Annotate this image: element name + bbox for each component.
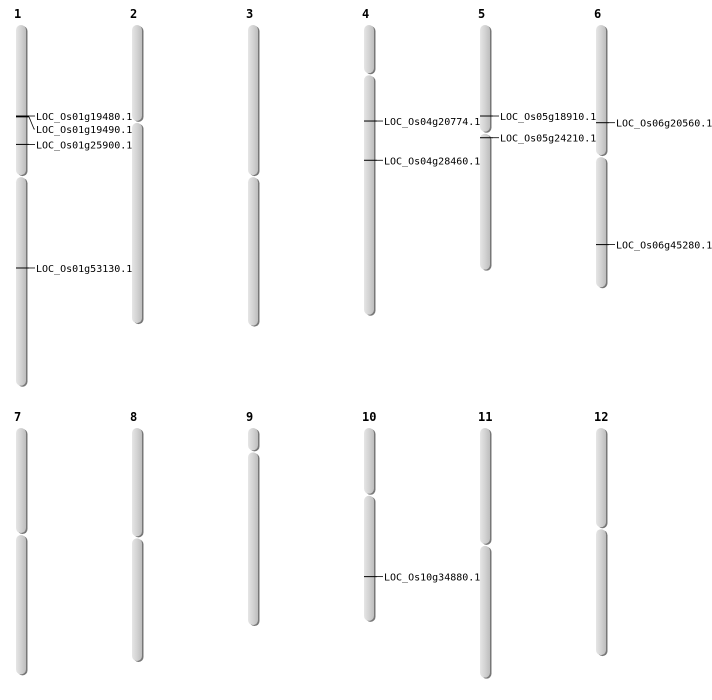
chromosome-p-arm — [364, 428, 374, 494]
gene-label: LOC_Os05g18910.1 — [500, 112, 596, 123]
chromosome-number: 9 — [246, 410, 253, 424]
chromosome-q-arm — [364, 75, 374, 315]
chromosome-p-arm — [248, 428, 258, 451]
chromosome-9: 9 — [246, 410, 260, 627]
chromosome-p-arm — [248, 25, 258, 176]
gene-label: LOC_Os01g53130.1 — [36, 264, 132, 275]
gene-label: LOC_Os01g19480.1 — [36, 112, 132, 123]
chromosome-number: 2 — [130, 7, 137, 21]
chromosome-12: 12 — [594, 410, 608, 657]
gene-leader-line — [28, 116, 35, 130]
chromosome-q-arm — [596, 529, 606, 656]
chromosome-number: 11 — [478, 410, 492, 424]
chromosome-q-arm — [248, 452, 258, 626]
chromosome-q-arm — [480, 133, 490, 270]
chromosome-3: 3 — [246, 7, 260, 327]
gene-label: LOC_Os10g34880.1 — [384, 573, 480, 584]
chromosome-number: 1 — [14, 7, 21, 21]
chromosome-p-arm — [16, 25, 26, 176]
chromosome-number: 3 — [246, 7, 253, 21]
chromosome-p-arm — [596, 25, 606, 156]
chromosome-number: 4 — [362, 7, 369, 21]
chromosome-p-arm — [480, 25, 490, 132]
chromosome-q-arm — [132, 122, 142, 324]
chromosome-q-arm — [132, 538, 142, 661]
chromosome-number: 10 — [362, 410, 376, 424]
chromosome-1: 1LOC_Os01g19480.1LOC_Os01g19490.1LOC_Os0… — [14, 7, 132, 387]
chromosome-q-arm — [16, 177, 26, 386]
chromosome-q-arm — [364, 495, 374, 621]
chromosome-q-arm — [596, 157, 606, 288]
chromosome-number: 8 — [130, 410, 137, 424]
chromosome-7: 7 — [14, 410, 28, 676]
chromosome-q-arm — [16, 535, 26, 675]
chromosome-p-arm — [480, 428, 490, 544]
gene-label: LOC_Os04g28460.1 — [384, 156, 480, 167]
gene-label: LOC_Os06g20560.1 — [616, 119, 712, 130]
chromosome-q-arm — [248, 177, 258, 326]
chromosome-q-arm — [480, 545, 490, 678]
chromosome-2: 2 — [130, 7, 144, 325]
gene-label: LOC_Os01g19490.1 — [36, 125, 132, 136]
chromosome-p-arm — [16, 428, 26, 534]
gene-label: LOC_Os01g25900.1 — [36, 140, 132, 151]
chromosome-number: 7 — [14, 410, 21, 424]
chromosome-number: 6 — [594, 7, 601, 21]
chromosome-p-arm — [364, 25, 374, 74]
chromosome-8: 8 — [130, 410, 144, 662]
chromosome-number: 5 — [478, 7, 485, 21]
gene-label: LOC_Os06g45280.1 — [616, 241, 712, 252]
chromosome-p-arm — [132, 25, 142, 121]
gene-label: LOC_Os05g24210.1 — [500, 134, 596, 145]
chromosome-p-arm — [596, 428, 606, 528]
chromosome-11: 11 — [478, 410, 492, 679]
chromosome-number: 12 — [594, 410, 608, 424]
gene-label: LOC_Os04g20774.1 — [384, 117, 480, 128]
chromosome-p-arm — [132, 428, 142, 537]
